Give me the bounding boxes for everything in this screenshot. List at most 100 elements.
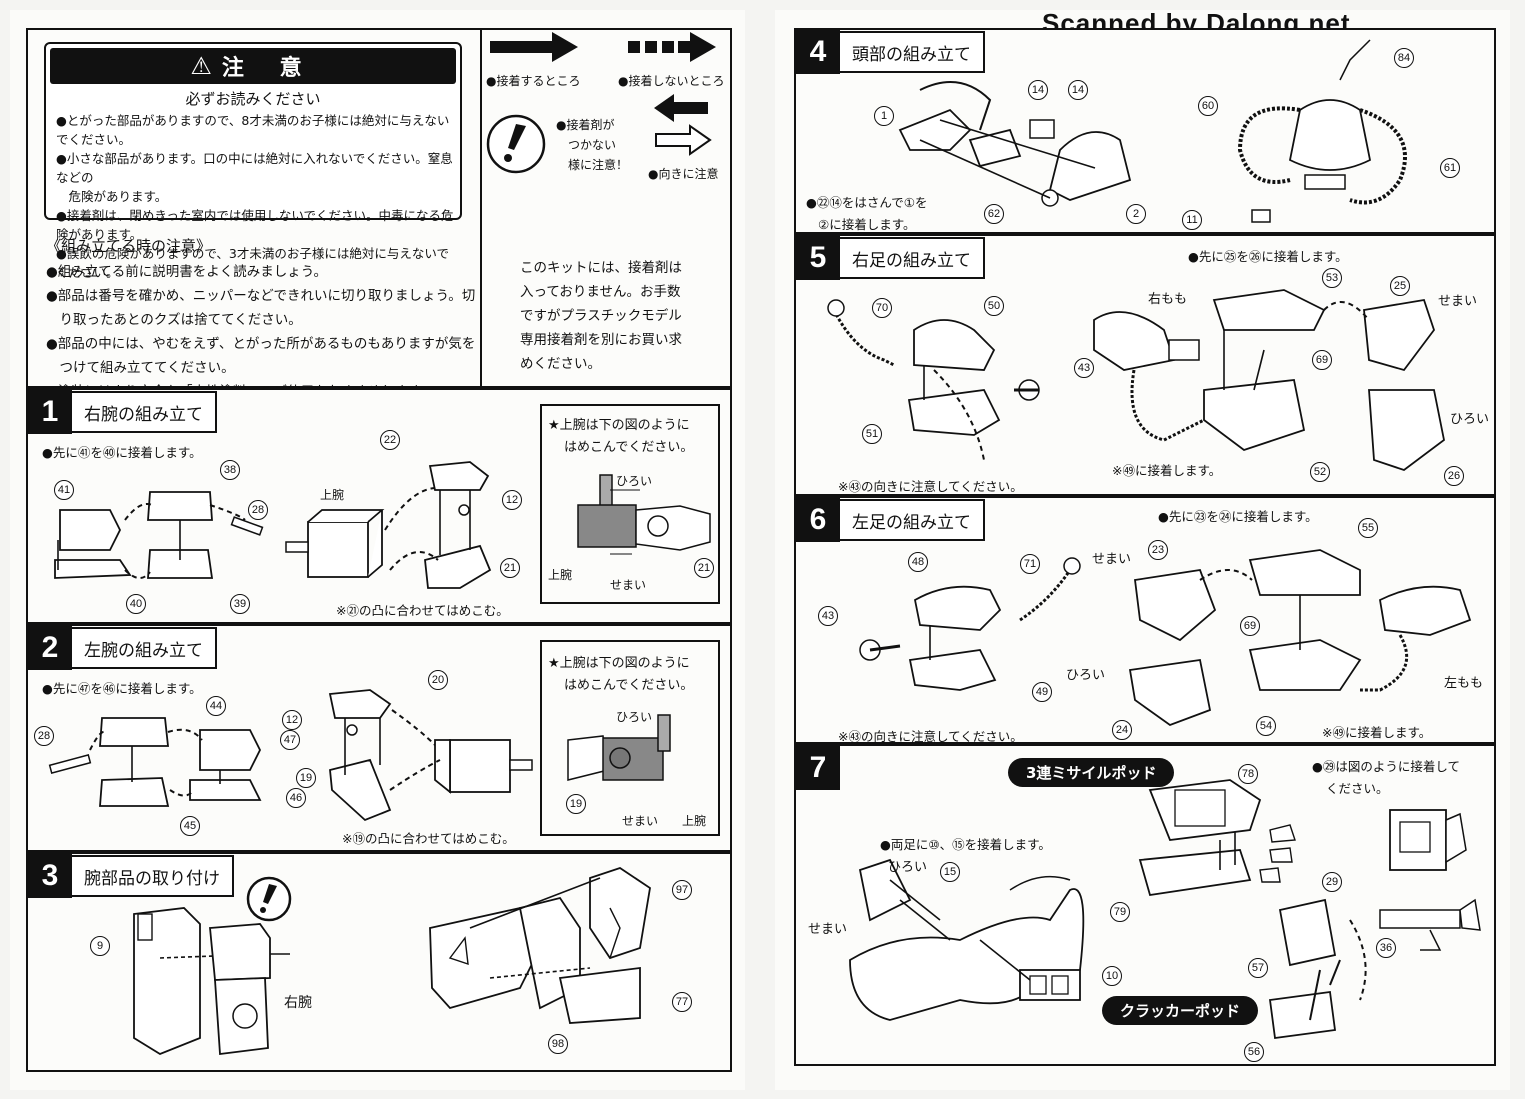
semai-label: せまい <box>610 578 647 592</box>
step-number: 7 <box>796 746 840 790</box>
assembly-note-item: つけて組み立ててください。 <box>46 360 235 376</box>
part-number: 97 <box>672 880 692 900</box>
part-number: 20 <box>428 670 448 690</box>
caution-exclamation-icon <box>486 114 546 174</box>
step3-header: 3 腕部品の取り付け <box>28 854 234 898</box>
part-number: 46 <box>286 788 306 808</box>
step1-inset <box>540 404 720 604</box>
thigh-label: 左もも <box>1444 676 1484 691</box>
part-number: 79 <box>1110 902 1130 922</box>
part-number: 49 <box>1032 682 1052 702</box>
glue-note-line: 入っておりません。お手数 <box>520 284 681 300</box>
part-number: 21 <box>694 558 714 578</box>
part-number: 23 <box>1148 540 1168 560</box>
warning-triangle-icon: ⚠ <box>190 52 212 80</box>
assembly-notes-title: 《組み立てる時の注意》 <box>46 237 212 255</box>
part-number: 28 <box>248 500 268 520</box>
part-number: 55 <box>1358 518 1378 538</box>
step6-note-43: ※㊸の向きに注意してください。 <box>838 729 1023 744</box>
semai-label: せまい <box>808 922 848 937</box>
part-number: 70 <box>872 298 892 318</box>
semai-label: せまい <box>1438 294 1478 309</box>
step-title: 左腕の組み立て <box>72 627 217 669</box>
semai-label: せまい <box>622 814 659 828</box>
part-number: 45 <box>180 816 200 836</box>
part-number: 69 <box>1312 350 1332 370</box>
legend-caution-2: つかない <box>568 138 617 152</box>
part-number: 62 <box>984 204 1004 224</box>
step6-note: ●先に㉓を㉔に接着します。 <box>1158 509 1318 524</box>
part-number: 36 <box>1376 938 1396 958</box>
step-title: 右腕の組み立て <box>72 391 217 433</box>
part-number: 12 <box>502 490 522 510</box>
assembly-note-item: ●組み立てる前に説明書をよく読みましょう。 <box>46 264 327 280</box>
part-number: 1 <box>874 106 894 126</box>
warning-subtitle: 必ずお読みください <box>185 90 321 108</box>
part-number: 98 <box>548 1034 568 1054</box>
cracker-pod-label: クラッカーポッド <box>1102 996 1259 1025</box>
part-number: 61 <box>1440 158 1460 178</box>
step-number: 1 <box>28 390 72 434</box>
assembly-note-item: ●部品の中には、やむをえず、とがった所があるものもありますが気を <box>46 336 476 352</box>
part-number: 84 <box>1394 48 1414 68</box>
warning-item: ●誤飲の危険がありますので、3才未満のお子様には絶対に与えないでください。 <box>56 246 449 280</box>
glue-note-line: めください。 <box>520 356 601 372</box>
part-number: 9 <box>90 936 110 956</box>
step-number: 2 <box>28 626 72 670</box>
step5-diagram <box>827 289 1445 472</box>
step2-bottom-note: ※⑲の凸に合わせてはめこむ。 <box>342 831 515 846</box>
part-number: 29 <box>1322 872 1342 892</box>
step1-bottom-note: ※㉑の凸に合わせてはめこむ。 <box>336 603 509 618</box>
legend-glue: ●接着するところ <box>486 74 581 88</box>
part-number: 60 <box>1198 96 1218 116</box>
step7-note-2a: ●㉙は図のように接着して <box>1312 759 1461 774</box>
glue-note-line: 専用接着剤を別にお買い求 <box>520 332 682 348</box>
hiroi-label: ひろい <box>1450 412 1490 427</box>
part-number: 53 <box>1322 268 1342 288</box>
noglue-arrow-icon <box>628 32 716 62</box>
part-number: 43 <box>818 606 838 626</box>
step7-note-2b: ください。 <box>1326 781 1389 796</box>
warning-title-bar: ⚠ 注 意 <box>50 48 456 84</box>
part-number: 54 <box>1256 716 1276 736</box>
part-number: 14 <box>1028 80 1048 100</box>
step2-inset-line2: はめこんでください。 <box>564 678 694 693</box>
step1-inset-line1: ★上腕は下の図のように <box>548 418 690 433</box>
step7-diagram <box>849 779 1481 1040</box>
step5-header: 5 右足の組み立て <box>796 236 985 280</box>
step1-diagram <box>54 461 492 589</box>
step5-note: ●先に㉕を㉖に接着します。 <box>1188 249 1348 264</box>
step-title: 腕部品の取り付け <box>72 855 234 897</box>
step2-inset-line1: ★上腕は下の図のように <box>548 656 690 671</box>
thigh-label: 右もも <box>1148 292 1188 307</box>
warning-item: ●小さな部品があります。口の中には絶対に入れないでください。窒息などの <box>56 151 453 185</box>
part-number: 19 <box>296 768 316 788</box>
glue-note-line: このキットには、接着剤は <box>520 260 682 276</box>
glue-note: このキットには、接着剤は 入っておりません。お手数 ですがプラスチックモデル 専… <box>520 256 682 376</box>
part-number: 15 <box>940 862 960 882</box>
warning-item: ●とがった部品がありますので、8才未満のお子様には絶対に与えないでください。 <box>56 113 450 147</box>
part-number: 43 <box>1074 358 1094 378</box>
step2-note: ●先に㊼を㊻に接着します。 <box>42 681 202 696</box>
warning-item: ●接着剤は、閉めきった室内では使用しないでください。中毒になる危険があります。 <box>56 208 454 242</box>
step-title: 右足の組み立て <box>840 237 985 279</box>
step2-header: 2 左腕の組み立て <box>28 626 217 670</box>
warning-item: 危険があります。 <box>56 189 168 204</box>
part-number: 41 <box>54 480 74 500</box>
step4-note-1: ●㉒⑭をはさんで①を <box>806 195 928 210</box>
part-number: 25 <box>1390 276 1410 296</box>
part-number: 47 <box>280 730 300 750</box>
legend-noglue: ●接着しないところ <box>618 74 725 88</box>
part-number: 24 <box>1112 720 1132 740</box>
step2-inset-diagram <box>567 714 671 781</box>
missile-pod-label: 3連ミサイルポッド <box>1008 758 1175 787</box>
direction-arrows-icon <box>654 94 712 156</box>
part-number: 2 <box>1126 204 1146 224</box>
legend-caution-3: 様に注意！ <box>568 158 629 172</box>
joint-label: 上腕 <box>548 568 573 582</box>
legend-caution-1: ●接着剤が <box>556 118 615 132</box>
joint-label: 上腕 <box>682 814 707 828</box>
glue-arrow-icon <box>490 32 578 62</box>
glue-note-line: ですがプラスチックモデル <box>520 308 682 324</box>
part-number: 12 <box>282 710 302 730</box>
